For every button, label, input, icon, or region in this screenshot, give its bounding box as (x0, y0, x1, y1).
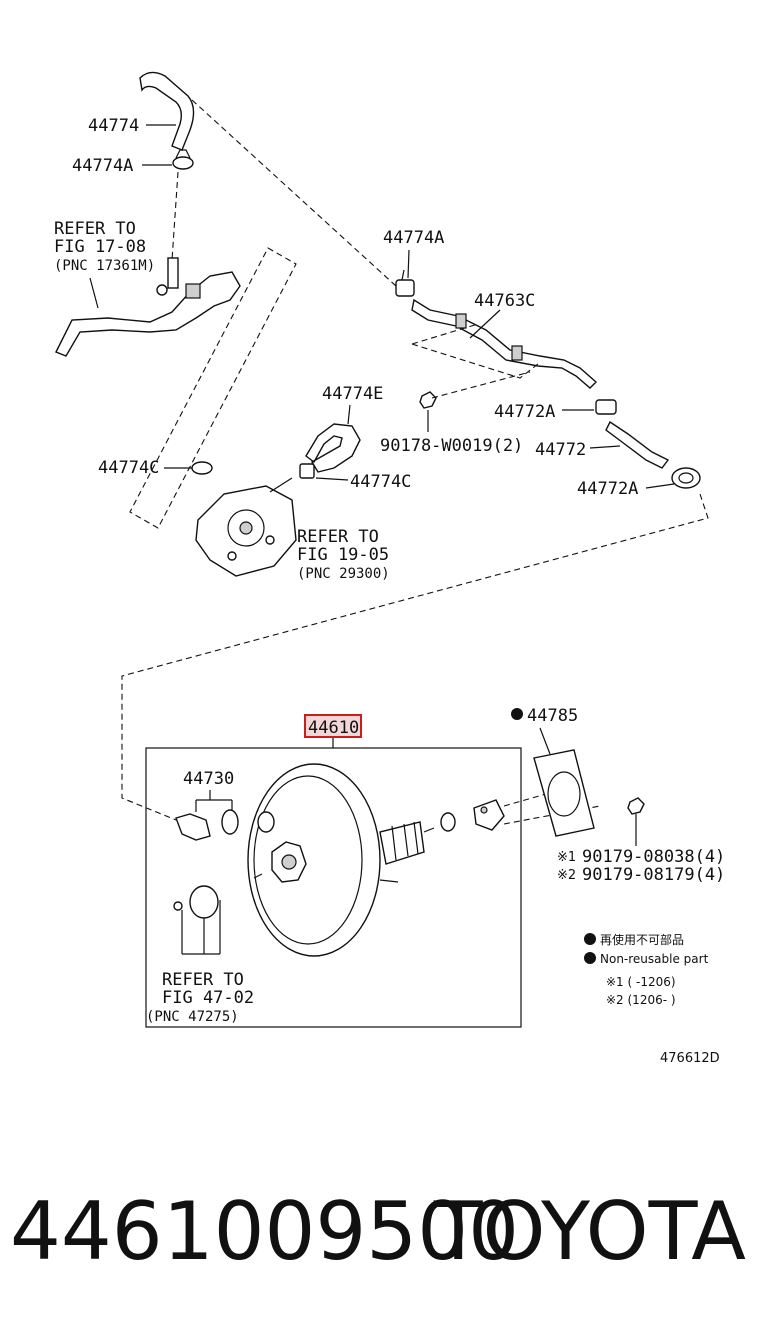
brand-name: TOYOTA (433, 1185, 746, 1278)
mark-2: ※2 (557, 868, 576, 883)
non-reusable-marker (511, 708, 523, 720)
callout-44774C-left: 44774C (98, 458, 159, 478)
callout-44772A-1: 44772A (494, 402, 555, 422)
clamp-44774C-left[interactable] (191, 461, 213, 475)
diagram-code: 476612D (660, 1051, 720, 1066)
gasket-44785[interactable] (533, 749, 595, 837)
refer-fig-17-08-line1: REFER TO (54, 219, 136, 239)
callout-44774A-mid: 44774A (383, 228, 444, 248)
refer-fig-19-05-line1: REFER TO (297, 527, 379, 547)
refer-fig-47-02-line3: (PNC 47275) (146, 1009, 239, 1025)
clamp-44774C-right[interactable] (299, 463, 315, 479)
legend-range-2: ※2 (1206- ) (606, 993, 676, 1007)
bolt-90178[interactable] (419, 391, 437, 409)
brake-booster-44610[interactable] (247, 763, 435, 957)
clamp-44774A-top[interactable] (172, 149, 194, 170)
nut-90179[interactable] (627, 797, 645, 815)
callout-44774C-right: 44774C (350, 472, 411, 492)
legend-dot-2 (584, 952, 596, 964)
vacuum-hose-44763C[interactable] (411, 298, 598, 389)
mark-1: ※1 (557, 850, 576, 865)
part-number: 4461009500 (10, 1185, 519, 1278)
legend-dot-1 (584, 933, 596, 945)
clamp-44774A-mid[interactable] (395, 269, 415, 297)
callout-44772A-2: 44772A (577, 479, 638, 499)
callout-44774E: 44774E (322, 384, 383, 404)
callout-44785: 44785 (527, 706, 578, 726)
callout-44610[interactable]: 44610 (308, 718, 359, 738)
brake-booster-exploded-diagram: 44774 44774A REFER TO FIG 17-08 (PNC 173… (54, 71, 725, 1066)
highlight-44610 (304, 714, 362, 738)
callout-90179-08038: 90179-08038(4) (582, 847, 725, 867)
hose-44774E[interactable] (305, 423, 361, 473)
refer-fig-17-08-line3: (PNC 17361M) (54, 258, 155, 274)
clamp-44772A-1[interactable] (595, 399, 617, 415)
legend-line-en: Non-reusable part (600, 952, 709, 966)
refer-fig-47-02-line1: REFER TO (162, 970, 244, 990)
refer-fig-19-05-line3: (PNC 29300) (297, 566, 390, 582)
callout-90178: 90178-W0019(2) (380, 436, 523, 456)
legend-line-jp: 再使用不可部品 (600, 932, 684, 947)
refer-fig-19-05-line2[interactable]: FIG 19-05 (297, 545, 389, 565)
callout-44730: 44730 (183, 769, 234, 789)
hose-44772[interactable] (605, 420, 670, 469)
vacuum-pipe-assembly (55, 257, 241, 357)
legend-range-1: ※1 ( -1206) (606, 975, 676, 989)
clevis (473, 799, 505, 831)
vacuum-pump (195, 477, 297, 577)
callout-44774A-top: 44774A (72, 156, 133, 176)
callout-90179-08179: 90179-08179(4) (582, 865, 725, 885)
callout-44772: 44772 (535, 440, 586, 460)
seal (440, 812, 456, 832)
callout-44774: 44774 (88, 116, 139, 136)
hose-44774[interactable] (139, 71, 195, 151)
check-valve-44730[interactable] (175, 809, 275, 841)
refer-fig-17-08-line2[interactable]: FIG 17-08 (54, 237, 146, 257)
clamp-44772A-2[interactable] (671, 467, 701, 489)
callout-44763C: 44763C (474, 291, 535, 311)
refer-fig-47-02-line2[interactable]: FIG 47-02 (162, 988, 254, 1008)
grommet-parts (173, 885, 221, 955)
